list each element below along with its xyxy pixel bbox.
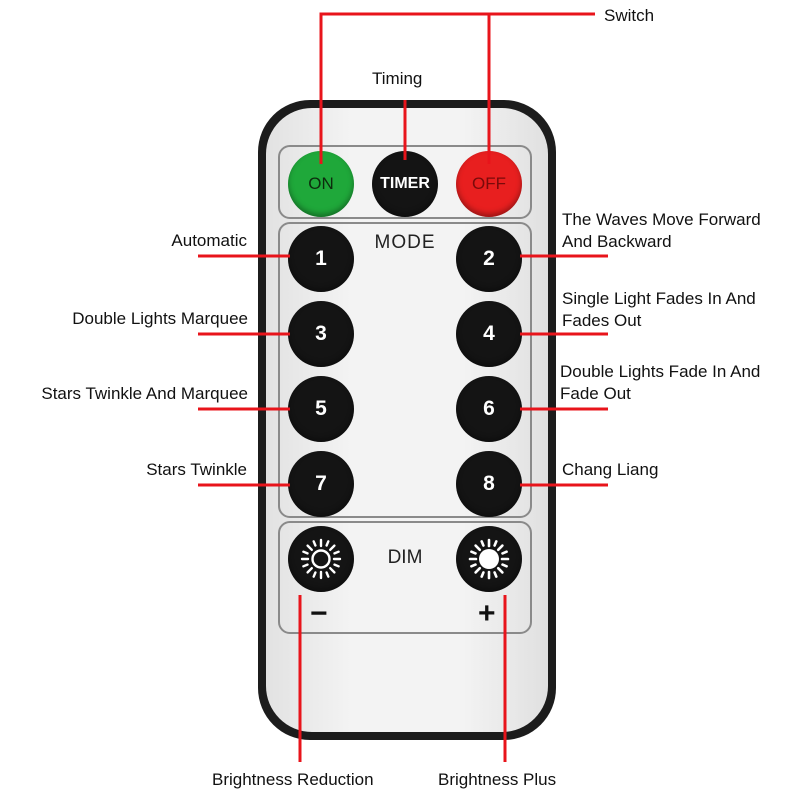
callout-double-fade-line1: Double Lights Fade In And [560,362,761,381]
mode-label: MODE [374,232,436,253]
dim-minus-button[interactable] [288,526,354,592]
callout-automatic: Automatic [171,231,247,250]
mode-button-2-label: 2 [483,247,495,270]
callout-chang-liang: Chang Liang [562,460,659,479]
timer-button-label: TIMER [380,175,430,192]
mode-button-7[interactable]: 7 [288,451,354,517]
callout-waves-line1: The Waves Move Forward [562,210,761,229]
callout-single-fade-line2: Fades Out [562,311,642,330]
callout-double-lights-marquee: Double Lights Marquee [72,309,248,328]
sun-outline-icon [300,538,342,580]
mode-button-1-label: 1 [315,247,327,270]
mode-button-2[interactable]: 2 [456,226,522,292]
callout-single-light-fades: Single Light Fades In And Fades Out [562,288,756,332]
callout-waves-line2: And Backward [562,232,672,251]
callout-brightness-reduction: Brightness Reduction [212,770,374,789]
mode-button-4-label: 4 [483,322,495,345]
dim-label: DIM [387,547,423,568]
dim-plus-button[interactable] [456,526,522,592]
switch-line-on [319,12,595,164]
mode-button-4[interactable]: 4 [456,301,522,367]
mode-button-5-label: 5 [315,397,327,420]
callout-switch: Switch [604,6,655,25]
callout-stars-twinkle: Stars Twinkle [146,460,247,479]
mode-button-3[interactable]: 3 [288,301,354,367]
mode-button-8-label: 8 [483,472,495,495]
dim-button-panel [278,521,532,634]
mode-button-3-label: 3 [315,322,327,345]
minus-sign: − [310,597,328,630]
off-button-label: OFF [472,174,506,193]
callout-line-group [198,12,608,762]
callout-double-lights-fade: Double Lights Fade In And Fade Out [560,361,760,405]
mode-button-7-label: 7 [315,472,327,495]
mode-button-6[interactable]: 6 [456,376,522,442]
mode-button-6-label: 6 [483,397,495,420]
sun-filled-icon [468,538,510,580]
mode-button-5[interactable]: 5 [288,376,354,442]
mode-button-1[interactable]: 1 [288,226,354,292]
plus-sign: + [478,597,496,630]
callout-single-fade-line1: Single Light Fades In And [562,289,756,308]
callout-timing: Timing [372,69,423,88]
callout-stars-twinkle-marquee: Stars Twinkle And Marquee [41,384,248,403]
callout-waves-forward-backward: The Waves Move Forward And Backward [562,209,761,253]
on-button-label: ON [308,174,334,193]
callout-brightness-plus: Brightness Plus [438,770,557,789]
callout-double-fade-line2: Fade Out [560,384,631,403]
timer-button[interactable]: TIMER [372,151,438,217]
mode-button-panel [278,222,532,518]
mode-button-8[interactable]: 8 [456,451,522,517]
